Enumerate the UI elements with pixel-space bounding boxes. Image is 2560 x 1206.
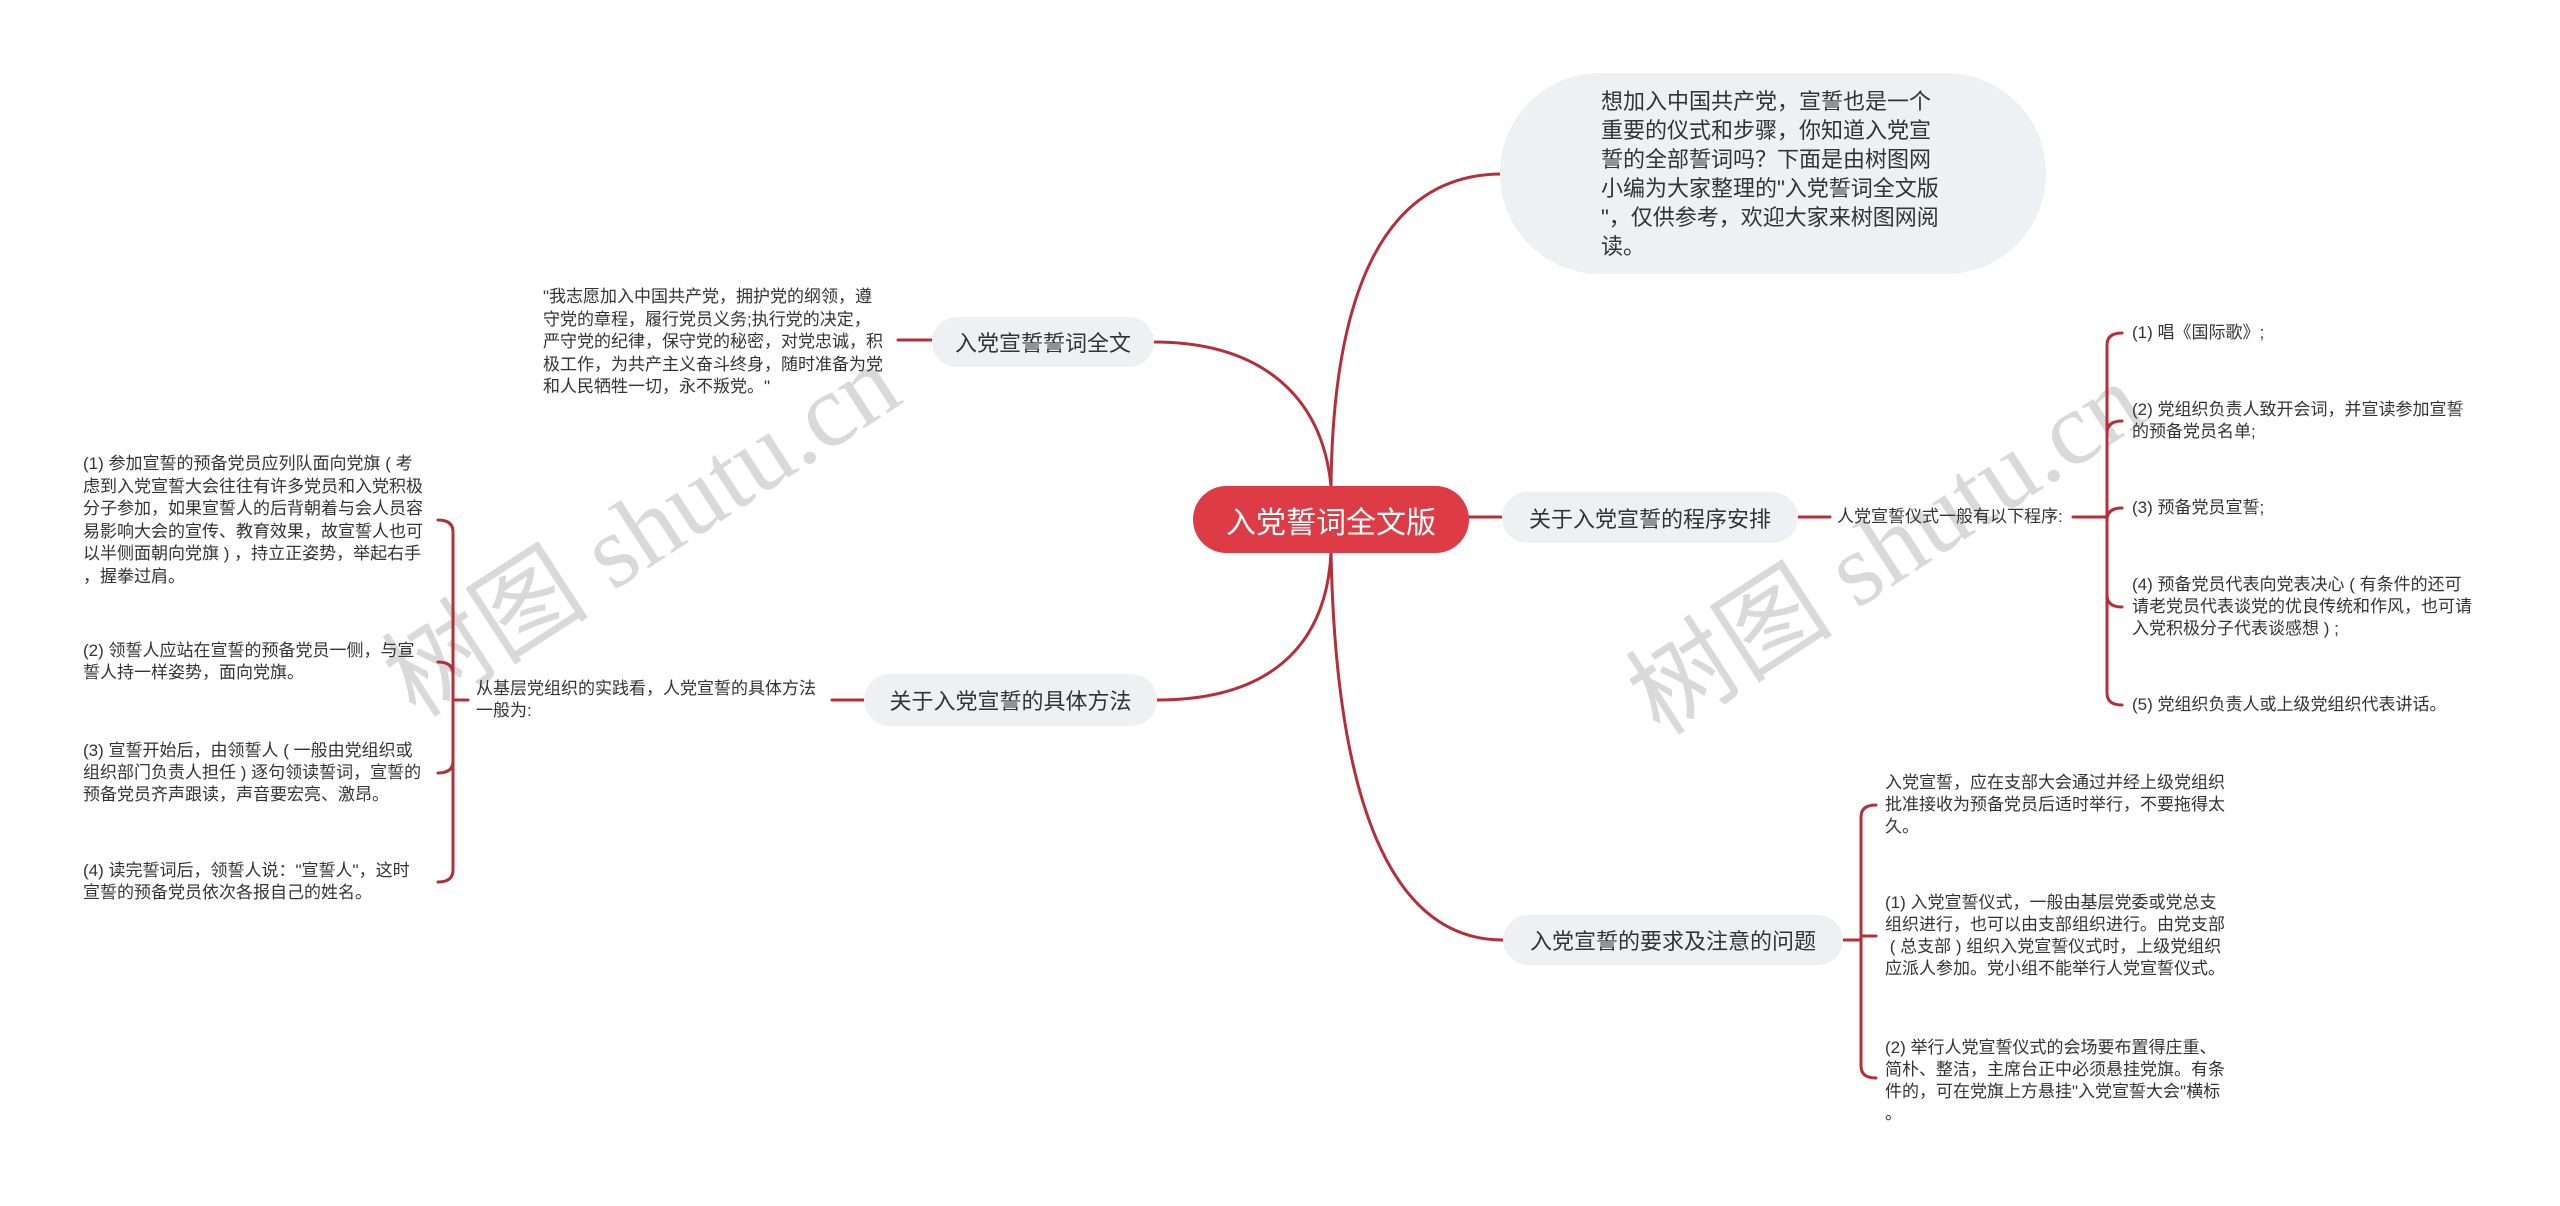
subtopic-procedure-intro[interactable]: 人党宣誓仪式一般有以下程序: xyxy=(1837,507,2063,526)
topic-method[interactable]: 关于入党宣誓的具体方法 xyxy=(864,674,1157,726)
subtopic-oath-text[interactable]: "我志愿加入中国共产党，拥护党的纲领，遵 守党的章程，履行党员义务;执行党的决定… xyxy=(543,287,883,396)
topic-procedure[interactable]: 关于入党宣誓的程序安排 xyxy=(1502,492,1798,543)
subtopic-method-step[interactable]: (4) 读完誓词后，领誓人说："宣誓人"，这时 宣誓的预备党员依次各报自己的姓名… xyxy=(83,861,410,902)
subtopic-procedure-step[interactable]: (4) 预备党员代表向党表决心 ( 有条件的还可 请老党员代表谈党的优良传统和作… xyxy=(2132,575,2472,638)
subtopic-requirement[interactable]: (2) 举行人党宣誓仪式的会场要布置得庄重、 简朴、整洁，主席台正中必须悬挂党旗… xyxy=(1885,1038,2225,1123)
intro-topic[interactable]: 想加入中国共产党，宣誓也是一个 重要的仪式和步骤，你知道入党宣 誓的全部誓词吗？… xyxy=(1500,73,2046,274)
connector-root-method xyxy=(1155,551,1333,702)
subtopic-requirement[interactable]: (1) 入党宣誓仪式，一般由基层党委或党总支 组织进行，也可以由支部组织进行。由… xyxy=(1885,893,2225,978)
root-topic[interactable]: 入党誓词全文版 xyxy=(1193,486,1469,553)
connector-root-requirements xyxy=(1329,551,1505,942)
subtopic-procedure-step[interactable]: (2) 党组织负责人致开会词，并宣读参加宣誓 的预备党员名单; xyxy=(2132,400,2464,441)
intro-topic-text: 想加入中国共产党，宣誓也是一个 重要的仪式和步骤，你知道入党宣 誓的全部誓词吗？… xyxy=(1601,88,1939,259)
topic-requirements[interactable]: 入党宣誓的要求及注意的问题 xyxy=(1503,915,1843,965)
subtopic-method-step[interactable]: (3) 宣誓开始后，由领誓人 ( 一般由党组织或 组织部门负责人担任 ) 逐句领… xyxy=(83,741,422,804)
subtopic-requirement[interactable]: 入党宣誓，应在支部大会通过并经上级党组织 批准接收为预备党员后适时举行，不要拖得… xyxy=(1885,773,2225,836)
connector-root-oath xyxy=(1152,340,1333,488)
subtopic-procedure-step[interactable]: (5) 党组织负责人或上级党组织代表讲话。 xyxy=(2132,695,2447,714)
topic-label: 入党宣誓的要求及注意的问题 xyxy=(1529,929,1816,954)
topic-label: 关于入党宣誓的程序安排 xyxy=(1528,506,1771,532)
subtopic-method-intro[interactable]: 从基层党组织的实践看，人党宣誓的具体方法 一般为: xyxy=(476,679,816,720)
subtopic-method-step[interactable]: (1) 参加宣誓的预备党员应列队面向党旗 ( 考 虑到入党宣誓大会往往有许多党员… xyxy=(83,454,423,586)
subtopic-method-step[interactable]: (2) 领誓人应站在宣誓的预备党员一侧，与宣 誓人持一样姿势，面向党旗。 xyxy=(83,641,415,682)
topic-label: 关于入党宣誓的具体方法 xyxy=(889,689,1132,714)
root-topic-label: 入党誓词全文版 xyxy=(1226,506,1436,540)
connector-root-intro xyxy=(1329,172,1504,488)
topic-label: 入党宣誓誓词全文 xyxy=(954,331,1131,356)
subtopic-procedure-step[interactable]: (1) 唱《国际歌》; xyxy=(2132,323,2265,342)
topic-oath-full-text[interactable]: 入党宣誓誓词全文 xyxy=(932,317,1154,367)
subtopic-procedure-step[interactable]: (3) 预备党员宣誓; xyxy=(2132,498,2265,517)
